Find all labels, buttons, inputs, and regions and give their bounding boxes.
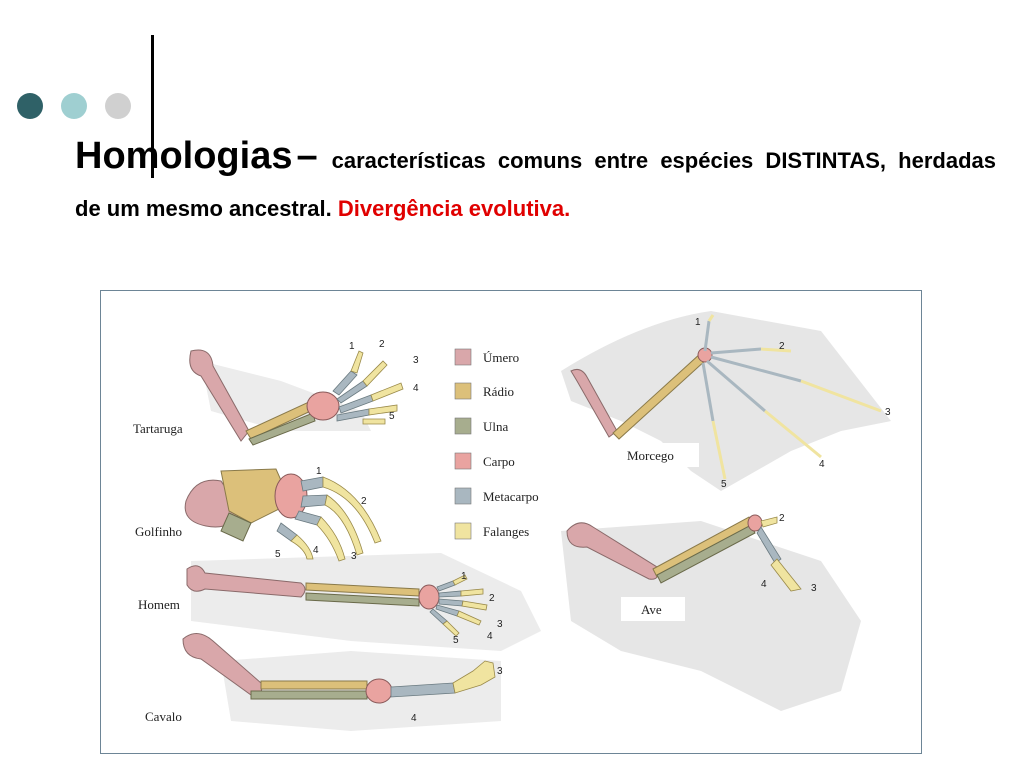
legend-label-umero: Úmero	[483, 350, 519, 365]
human-digit-3: 3	[497, 619, 503, 630]
bat-digit-1: 1	[695, 317, 701, 328]
bat-digit-5: 5	[721, 479, 727, 490]
bat-digit-2: 2	[779, 341, 785, 352]
legend: Úmero Rádio Ulna Carpo Metacarpo Falange…	[454, 348, 539, 540]
legend-label-radio: Rádio	[483, 384, 514, 399]
legend-swatch-radio	[454, 382, 472, 400]
legend-swatch-ulna	[454, 417, 472, 435]
heading-dash: –	[296, 135, 318, 177]
label-bg-morcego	[621, 443, 699, 467]
label-cavalo: Cavalo	[145, 709, 182, 724]
label-bg-ave	[621, 597, 685, 621]
slide-heading: Homologias–características comuns entre …	[75, 132, 996, 233]
legend-swatch-falanges	[454, 522, 472, 540]
dolphin-digit-5: 5	[275, 549, 281, 560]
heading-title-word: Homologias	[75, 135, 293, 177]
bat-digit-3: 3	[885, 407, 891, 418]
bird-wing	[566, 514, 802, 592]
dolphin-digit-3: 3	[351, 551, 357, 562]
legend-label-metacarpo: Metacarpo	[483, 489, 539, 504]
dolphin-digit-4: 4	[313, 545, 319, 556]
turtle-digit-1: 1	[349, 341, 355, 352]
legend-swatch-metacarpo	[454, 487, 472, 505]
bird-digit-2: 2	[779, 513, 785, 524]
horse-digit-3: 3	[497, 666, 503, 677]
dot-light-teal	[61, 93, 87, 119]
bird-digit-4: 4	[761, 579, 767, 590]
bat-wing	[570, 314, 882, 480]
horse-digit-4: 4	[411, 713, 417, 724]
heading-highlight: Divergência evolutiva.	[337, 196, 571, 221]
human-digit-5: 5	[453, 635, 459, 646]
bat-digit-4: 4	[819, 459, 825, 470]
label-homem: Homem	[138, 597, 180, 612]
bird-digit-3: 3	[811, 583, 817, 594]
legend-label-carpo: Carpo	[483, 454, 515, 469]
human-arm	[186, 565, 488, 637]
dolphin-digit-2: 2	[361, 496, 367, 507]
label-ave: Ave	[641, 602, 662, 617]
heading-text: características comuns entre espécies DI…	[75, 148, 996, 221]
homology-figure: Tartaruga 1 2 3 4 5 Golfinho 1 2 3 4 5	[100, 290, 922, 754]
dolphin-flipper	[184, 468, 382, 562]
turtle-digit-4: 4	[413, 383, 419, 394]
human-digit-4: 4	[487, 631, 493, 642]
legend-label-ulna: Ulna	[483, 419, 509, 434]
dolphin-digit-1: 1	[316, 466, 322, 477]
turtle-digit-2: 2	[379, 339, 385, 350]
legend-swatch-umero	[454, 348, 472, 366]
limb-diagram: Tartaruga 1 2 3 4 5 Golfinho 1 2 3 4 5	[133, 311, 891, 731]
dot-gray	[105, 93, 131, 119]
turtle-limb	[189, 349, 404, 446]
label-golfinho: Golfinho	[135, 524, 182, 539]
human-digit-2: 2	[489, 593, 495, 604]
human-digit-1: 1	[461, 571, 467, 582]
turtle-digit-5: 5	[389, 411, 395, 422]
title-divider-line	[151, 35, 154, 178]
legend-swatch-carpo	[454, 452, 472, 470]
label-tartaruga: Tartaruga	[133, 421, 183, 436]
horse-limb	[182, 633, 496, 704]
dot-dark	[17, 93, 43, 119]
turtle-digit-3: 3	[413, 355, 419, 366]
legend-label-falanges: Falanges	[483, 524, 529, 539]
label-morcego: Morcego	[627, 448, 674, 463]
